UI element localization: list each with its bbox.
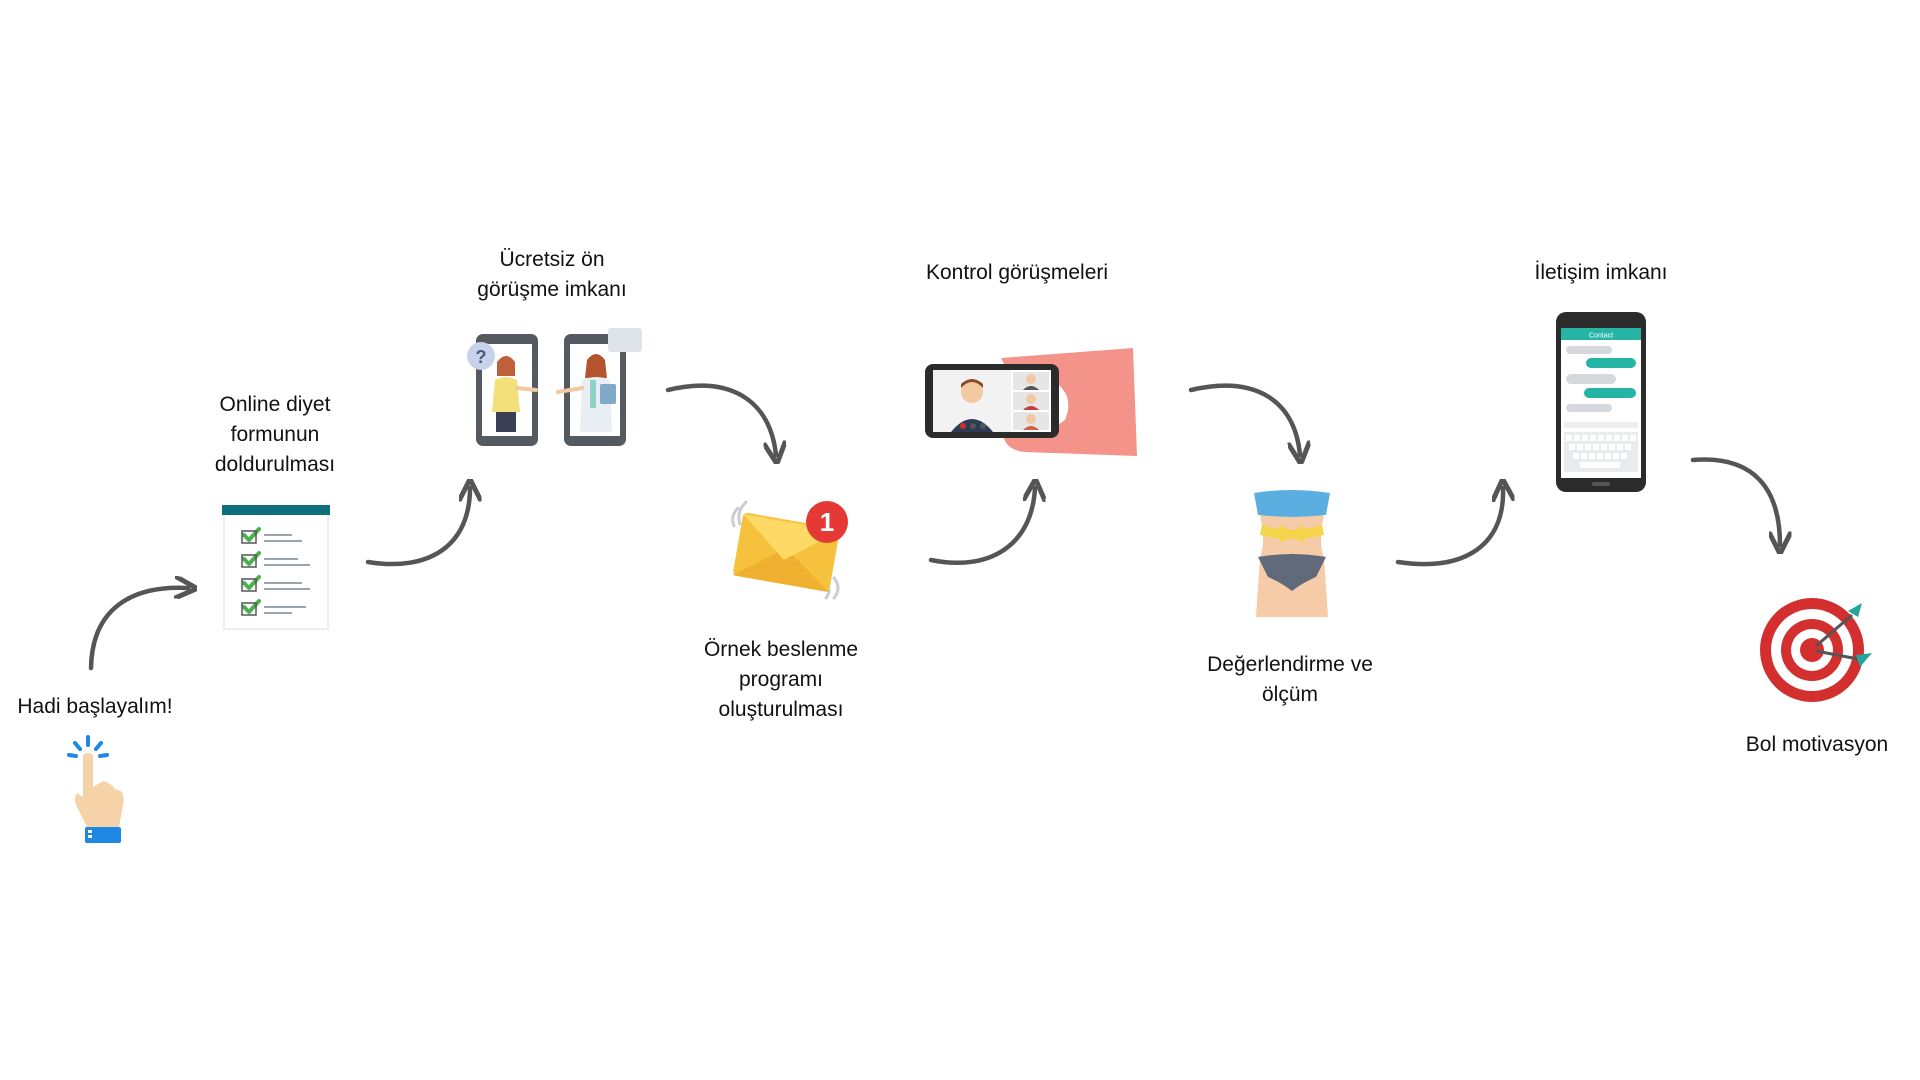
- svg-text:?: ?: [476, 347, 487, 367]
- step-label-control: Kontrol görüşmeleri: [925, 261, 1109, 284]
- step-label-contact: İletişim imkanı: [1534, 261, 1668, 284]
- waist-measure-icon: [1254, 490, 1330, 617]
- arrow-2: [365, 488, 470, 567]
- arrow-4: [928, 488, 1035, 566]
- notification-badge-count: 1: [820, 507, 834, 537]
- arrow-3: [665, 383, 776, 455]
- arrow-6: [1395, 488, 1503, 567]
- hand-tap-icon: [67, 735, 124, 843]
- mail-notification-icon: 1: [731, 500, 848, 600]
- chat-phone-icon: Contact: [1556, 312, 1646, 492]
- arrow-5: [1188, 383, 1300, 455]
- target-icon: [1760, 598, 1872, 702]
- chat-header-title: Contact: [1589, 333, 1613, 340]
- arrow-1: [88, 588, 188, 671]
- arrow-7: [1690, 457, 1780, 545]
- video-call-phone-icon: [925, 348, 1137, 456]
- step-label-motivation: Bol motivasyon: [1745, 733, 1889, 756]
- step-label-start: Hadi başlayalım!: [17, 695, 173, 718]
- checklist-form-icon: [222, 505, 330, 630]
- phone-consultation-icon: ?: [467, 328, 642, 446]
